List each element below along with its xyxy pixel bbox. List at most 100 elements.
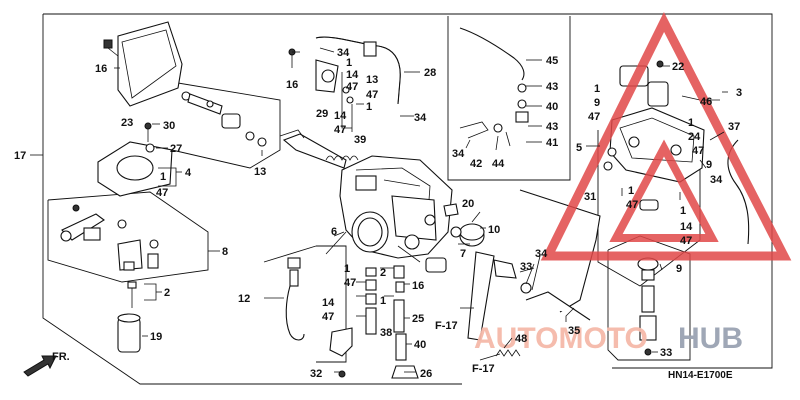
label-1-d: 1 xyxy=(344,263,350,275)
label-35: 35 xyxy=(568,325,580,337)
label-42: 42 xyxy=(470,158,482,170)
label-1-f: 1 xyxy=(594,83,600,95)
label-34-e: 34 xyxy=(710,174,723,186)
label-48: 48 xyxy=(515,333,527,345)
label-9-a: 9 xyxy=(594,97,600,109)
label-38: 39 xyxy=(354,134,366,146)
label-25: 26 xyxy=(420,368,432,380)
label-1-i: 1 xyxy=(680,205,686,217)
label-11: 12 xyxy=(238,293,250,305)
watermark-text-auto: AUTOMOTO xyxy=(474,322,648,355)
frame-outline-left xyxy=(42,14,462,385)
label-47-h: 47 xyxy=(692,145,704,157)
label-31: 32 xyxy=(310,368,322,380)
label-47-g: 47 xyxy=(588,111,600,123)
label-13-a: 13 xyxy=(366,74,378,86)
watermark-triangle xyxy=(540,12,792,261)
tube-35 xyxy=(519,189,601,313)
label-47-f: 47 xyxy=(322,311,334,323)
float-chamber-cover xyxy=(103,21,183,107)
label-44: 44 xyxy=(492,158,505,170)
tube-11 xyxy=(285,285,305,341)
label-15: 16 xyxy=(95,63,107,75)
ref-f17-a: F-17 xyxy=(435,320,458,332)
spring-48 xyxy=(495,349,521,357)
label-36: 37 xyxy=(728,121,740,133)
part-labels: 16 23 30 27 1 47 4 17 13 8 2 19 12 16 34… xyxy=(14,47,742,380)
label-16: 16 xyxy=(412,280,424,292)
label-1-h: 1 xyxy=(628,185,634,197)
frame-outline xyxy=(43,13,773,369)
throttle-plate-group xyxy=(425,203,532,341)
jet-group xyxy=(329,265,419,379)
label-9-c: 9 xyxy=(676,263,682,275)
hose-27-clamp xyxy=(363,41,377,57)
watermark-inner-triangle xyxy=(609,139,719,242)
label-1-b: 1 xyxy=(346,57,352,69)
label-21: 22 xyxy=(672,61,684,73)
label-14-b: 14 xyxy=(322,297,335,309)
spring-48-rod xyxy=(479,353,501,361)
label-2-b: 2 xyxy=(380,267,386,279)
label-20: 20 xyxy=(462,198,474,210)
label-24: 25 xyxy=(412,313,424,325)
frame-group-12 xyxy=(171,81,281,169)
label-9-b: 9 xyxy=(706,159,712,171)
throttle-shaft xyxy=(279,129,359,169)
hose-group-40-45 xyxy=(459,27,529,147)
label-43-a: 43 xyxy=(546,81,558,93)
label-47-b: 47 xyxy=(346,81,358,93)
frame-group-8 xyxy=(47,191,209,283)
front-direction-arrow: FR. xyxy=(23,351,70,377)
label-7: 7 xyxy=(460,248,466,260)
label-47-a: 47 xyxy=(156,187,168,199)
label-32: 33 xyxy=(660,347,672,359)
tube-11-fitting xyxy=(289,269,299,287)
leader-lines xyxy=(114,47,728,373)
direction-label: FR. xyxy=(52,351,70,363)
watermark-text-hub: HUB xyxy=(678,322,743,355)
label-47-e: 47 xyxy=(344,277,356,289)
label-13-b: 14 xyxy=(334,110,347,122)
frame-group-6 xyxy=(316,245,347,363)
label-2-a: 2 xyxy=(164,287,170,299)
watermark: AUTOMOTO HUB xyxy=(474,12,792,355)
hose-27-inner xyxy=(315,36,401,105)
label-34-b: 34 xyxy=(414,112,427,124)
label-5: 5 xyxy=(576,142,582,154)
label-43-b: 43 xyxy=(546,121,558,133)
label-39: 40 xyxy=(414,339,426,351)
pilot-screw-group xyxy=(117,281,141,353)
tube-11-spring xyxy=(287,257,301,269)
carburetor-body xyxy=(339,155,453,263)
label-1-e: 1 xyxy=(380,295,386,307)
label-10: 10 xyxy=(488,224,500,236)
diagram-code: HN14-E1700E xyxy=(668,370,733,381)
arrow-icon xyxy=(23,355,57,377)
label-3: 3 xyxy=(736,87,742,99)
label-8: 8 xyxy=(222,246,228,258)
label-1-g: 1 xyxy=(688,117,694,129)
bracket-group-8 xyxy=(60,204,159,271)
label-34-a: 34 xyxy=(337,47,350,59)
label-1-c: 1 xyxy=(366,101,372,113)
label-40: 40 xyxy=(546,101,558,113)
label-46: 46 xyxy=(700,96,712,108)
frame-group-11 xyxy=(263,245,317,263)
label-47-i: 47 xyxy=(626,199,638,211)
label-23: 24 xyxy=(688,131,701,143)
label-34-c: 34 xyxy=(535,248,548,260)
label-19: 19 xyxy=(150,331,162,343)
label-1-a: 1 xyxy=(160,171,166,183)
label-47-j: 47 xyxy=(680,235,692,247)
label-27: 28 xyxy=(424,67,436,79)
label-22: 23 xyxy=(121,117,133,129)
label-45: 45 xyxy=(546,55,558,67)
label-14-c: 14 xyxy=(680,221,693,233)
label-26: 27 xyxy=(170,143,182,155)
label-41: 41 xyxy=(546,137,558,149)
label-47-d: 47 xyxy=(334,124,346,136)
label-34-d: 34 xyxy=(452,148,465,160)
label-17: 17 xyxy=(14,150,26,162)
